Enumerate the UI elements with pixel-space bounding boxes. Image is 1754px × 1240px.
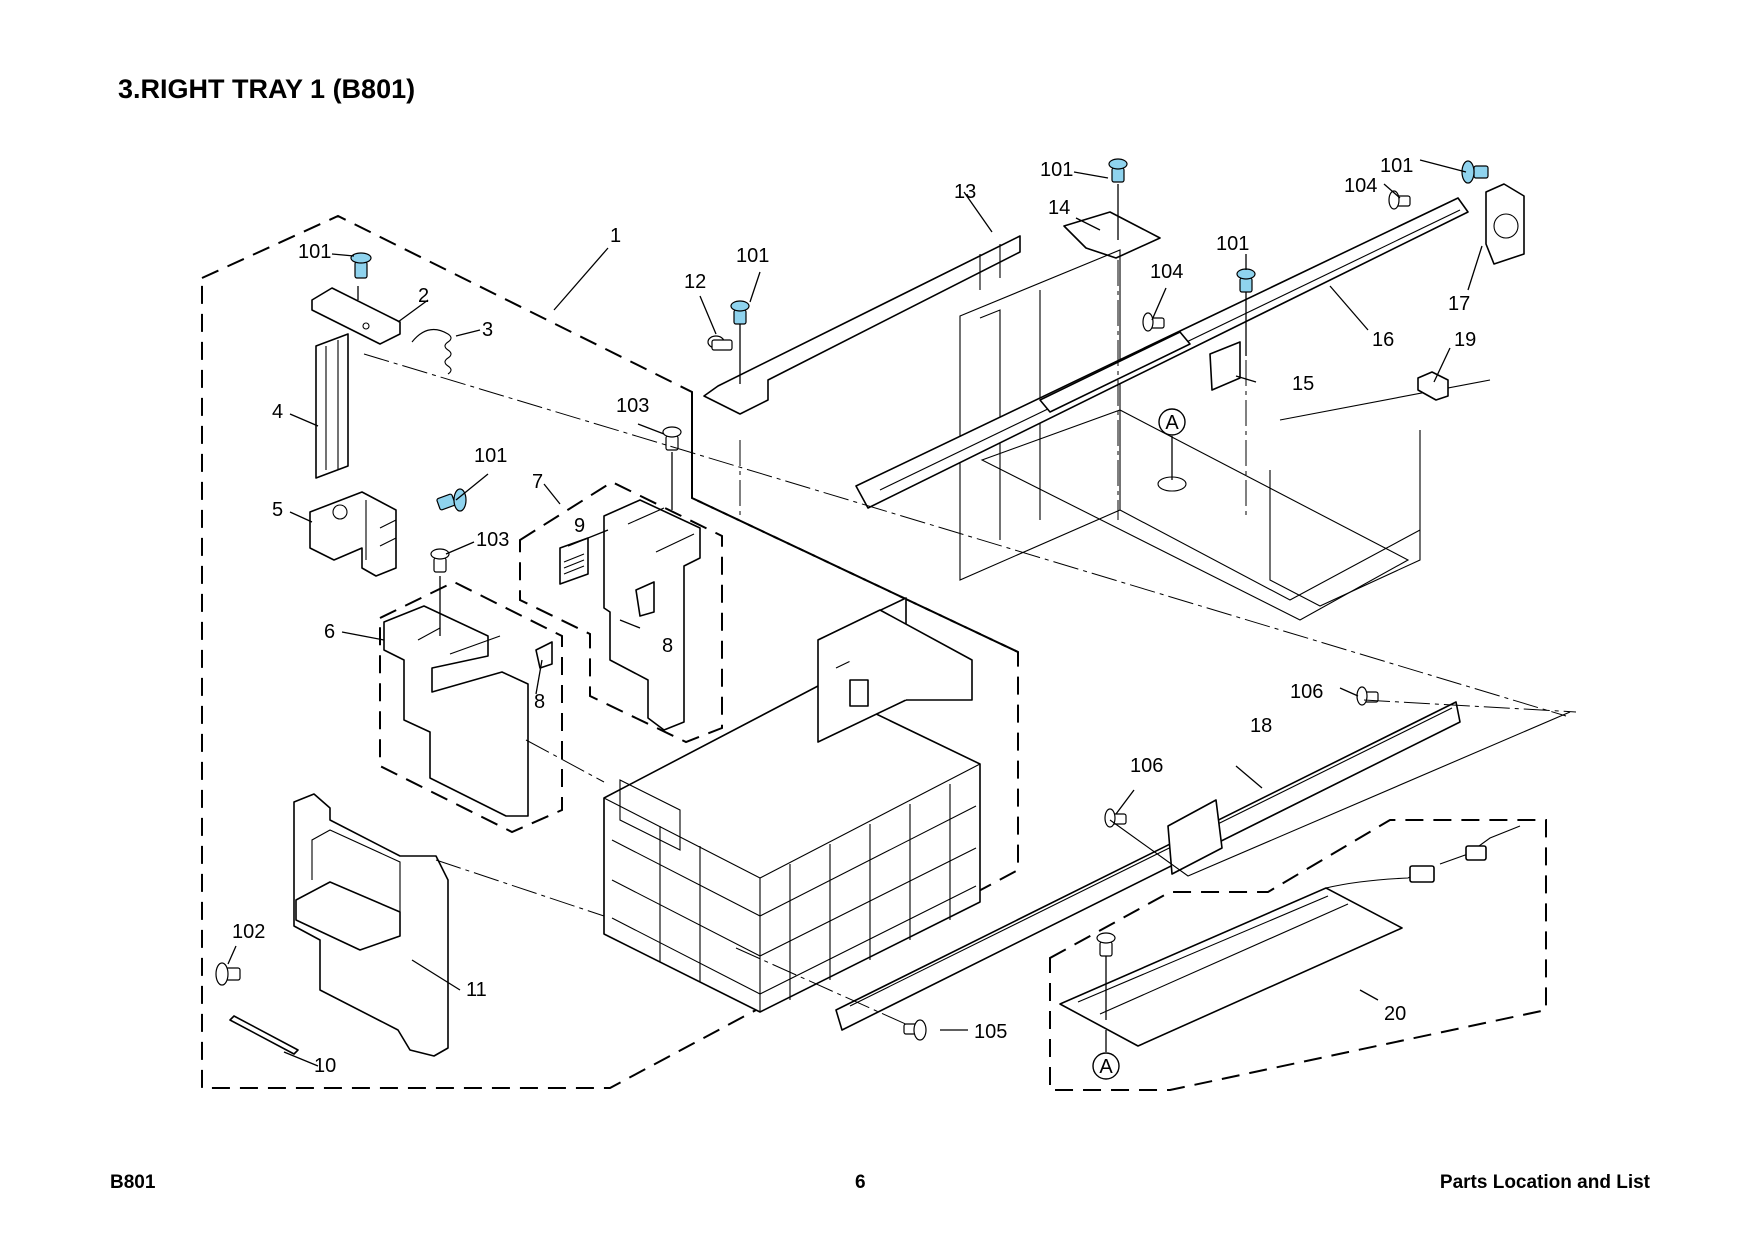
connector-a-bottom: A — [1092, 1030, 1120, 1080]
group-boundary-7 — [519, 480, 723, 744]
part-4-guide — [315, 333, 349, 479]
part-6-inner-plate — [383, 605, 529, 817]
screw-106-icon — [1104, 808, 1127, 828]
part-7-inner-plate — [603, 499, 701, 731]
callout-101: 101 — [1380, 155, 1413, 177]
part-18-rail — [835, 701, 1461, 1031]
screw-101-icon — [436, 488, 467, 512]
part-19-clip — [1417, 371, 1449, 401]
part-11-front-cover — [293, 793, 449, 1057]
callout-17: 17 — [1448, 293, 1470, 315]
screw-103-icon — [430, 548, 450, 636]
part-8-clip — [535, 641, 553, 669]
callout-7: 7 — [532, 471, 543, 493]
callout-12: 12 — [684, 271, 706, 293]
part-20-board — [1059, 825, 1521, 1047]
callout-8: 8 — [534, 691, 545, 713]
page-title: 3.RIGHT TRAY 1 (B801) — [118, 74, 416, 104]
callout-9: 9 — [574, 515, 585, 537]
callout-3: 3 — [482, 319, 493, 341]
callout-10: 10 — [314, 1055, 336, 1077]
callout-11: 11 — [466, 979, 487, 1001]
screw-106-icon — [1356, 686, 1379, 706]
group-boundary-20 — [1049, 819, 1547, 1091]
footer-section-title: Parts Location and List — [1439, 1172, 1650, 1193]
callout-104: 104 — [1344, 175, 1377, 197]
part-3-spring — [411, 328, 452, 375]
callout-101: 101 — [1216, 233, 1249, 255]
callout-102: 102 — [232, 921, 265, 943]
screw-102-icon — [215, 962, 241, 986]
part-12-roller — [707, 335, 733, 351]
assembly-lines — [363, 260, 1577, 1027]
group-boundary-1 — [201, 214, 1019, 1089]
group-boundary-6 — [379, 580, 563, 834]
screw-101-icon — [1108, 158, 1128, 240]
callout-101: 101 — [298, 241, 331, 263]
callout-5: 5 — [272, 499, 283, 521]
callout-106: 106 — [1290, 681, 1323, 703]
part-13-long-bracket — [703, 235, 1021, 415]
screw-104-icon — [1388, 190, 1411, 210]
leader-lines — [227, 159, 1483, 1067]
part-10-strip — [229, 1015, 299, 1055]
part-5-hinge-bracket — [309, 491, 397, 577]
connector-a-top: A — [1157, 408, 1187, 492]
callout-103: 103 — [616, 395, 649, 417]
callout-19: 19 — [1454, 329, 1476, 351]
callout-15: 15 — [1292, 373, 1314, 395]
callout-8: 8 — [662, 635, 673, 657]
footer-page-number: 6 — [855, 1172, 866, 1193]
part-15-bracket — [1209, 341, 1241, 391]
connector-label: A — [1099, 1056, 1113, 1078]
callout-103: 103 — [476, 529, 509, 551]
part-8-clip — [635, 581, 655, 617]
callout-2: 2 — [418, 285, 429, 307]
callout-20: 20 — [1384, 1003, 1406, 1025]
screw-103-icon — [662, 426, 682, 510]
part-16-rail — [855, 197, 1469, 509]
callout-13: 13 — [954, 181, 976, 203]
part-2-bracket — [311, 286, 401, 345]
callout-101: 101 — [1040, 159, 1073, 181]
tray-frame-body — [603, 597, 981, 1013]
callout-14: 14 — [1048, 197, 1070, 219]
callout-101: 101 — [736, 245, 769, 267]
callout-6: 6 — [324, 621, 335, 643]
screw-101-icon — [730, 300, 750, 384]
screw-105-icon — [903, 1019, 927, 1041]
connector-label: A — [1165, 412, 1179, 434]
callout-101: 101 — [474, 445, 507, 467]
footer-model-code: B801 — [110, 1172, 156, 1193]
part-9-label — [559, 537, 589, 585]
callout-104: 104 — [1150, 261, 1183, 283]
part-17-bracket — [1485, 183, 1525, 265]
screw-101-icon — [1461, 160, 1489, 184]
callout-18: 18 — [1250, 715, 1272, 737]
screw-104-icon — [1142, 312, 1165, 332]
callout-1: 1 — [610, 225, 621, 247]
group-boundary-upper — [691, 392, 1019, 653]
rear-frame — [959, 249, 1491, 621]
screw-screw-icon — [1096, 932, 1116, 1020]
callout-105: 105 — [974, 1021, 1007, 1043]
callout-4: 4 — [272, 401, 283, 423]
screw-101-icon — [350, 252, 372, 279]
callout-106: 106 — [1130, 755, 1163, 777]
callout-16: 16 — [1372, 329, 1394, 351]
